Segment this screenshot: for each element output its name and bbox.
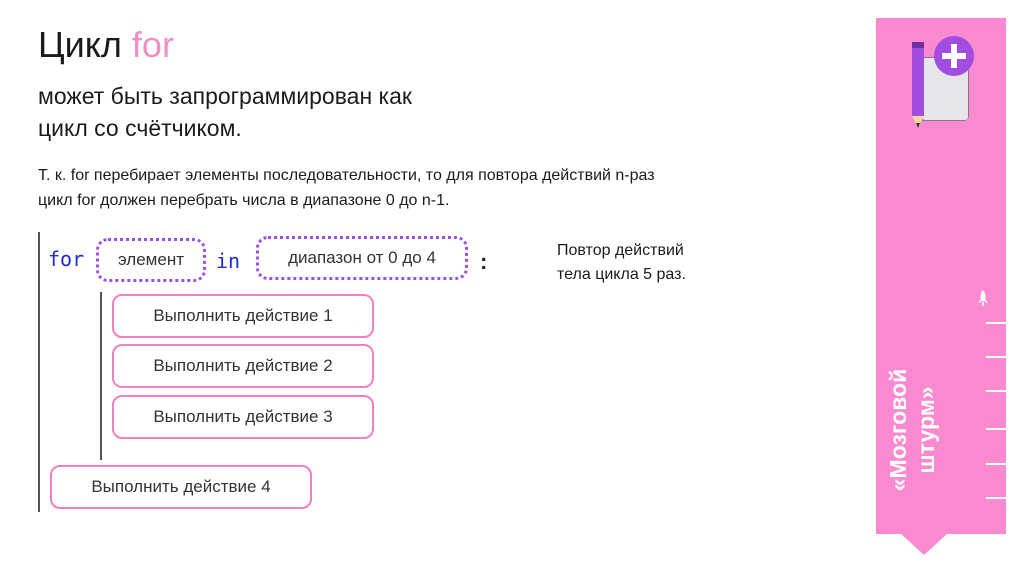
action-label-1: Выполнить действие 1 bbox=[153, 306, 333, 325]
ruler-tick bbox=[986, 356, 1006, 358]
for-keyword: for bbox=[48, 247, 85, 271]
action-box-2: Выполнить действие 2 bbox=[112, 344, 374, 388]
element-label: элемент bbox=[118, 250, 184, 269]
title-keyword: for bbox=[131, 24, 174, 65]
loop-note: Повтор действий тела цикла 5 раз. bbox=[557, 239, 686, 287]
description: Т. к. for перебирает элементы последоват… bbox=[38, 163, 655, 213]
range-placeholder: диапазон от 0 до 4 bbox=[256, 236, 468, 280]
action-label-3: Выполнить действие 3 bbox=[153, 407, 333, 426]
range-label: диапазон от 0 до 4 bbox=[288, 248, 436, 267]
side-panel-arrow bbox=[900, 533, 948, 555]
side-panel-label: «Мозговой штурм» bbox=[884, 340, 940, 520]
action-label-2: Выполнить действие 2 bbox=[153, 356, 333, 375]
in-keyword: in bbox=[216, 249, 241, 273]
note-line-2: тела цикла 5 раз. bbox=[557, 266, 686, 283]
element-placeholder: элемент bbox=[96, 238, 206, 282]
colon: : bbox=[480, 249, 488, 274]
subtitle-line-2: цикл со счётчиком. bbox=[38, 115, 242, 141]
action-box-4: Выполнить действие 4 bbox=[50, 465, 312, 509]
description-line-1: Т. к. for перебирает элементы последоват… bbox=[38, 167, 655, 184]
action-box-1: Выполнить действие 1 bbox=[112, 294, 374, 338]
note-line-1: Повтор действий bbox=[557, 242, 684, 259]
notebook-pencil-plus-icon bbox=[912, 36, 974, 128]
page-title: Цикл for bbox=[38, 24, 174, 66]
rocket-icon bbox=[978, 290, 988, 306]
ruler-tick bbox=[986, 463, 1006, 465]
title-text: Цикл bbox=[38, 24, 122, 65]
subtitle: может быть запрограммирован как цикл со … bbox=[38, 80, 412, 144]
action-box-3: Выполнить действие 3 bbox=[112, 395, 374, 439]
side-panel-line-1: «Мозговой bbox=[885, 368, 911, 492]
ruler-tick bbox=[986, 428, 1006, 430]
inner-loop-line bbox=[100, 292, 102, 460]
subtitle-line-1: может быть запрограммирован как bbox=[38, 83, 412, 109]
outer-loop-line bbox=[38, 232, 40, 512]
side-panel-line-2: штурм» bbox=[913, 386, 939, 474]
ruler-tick bbox=[986, 322, 1006, 324]
ruler-tick bbox=[986, 390, 1006, 392]
action-label-4: Выполнить действие 4 bbox=[91, 477, 271, 496]
ruler-tick bbox=[986, 497, 1006, 499]
description-line-2: цикл for должен перебрать числа в диапаз… bbox=[38, 192, 450, 209]
